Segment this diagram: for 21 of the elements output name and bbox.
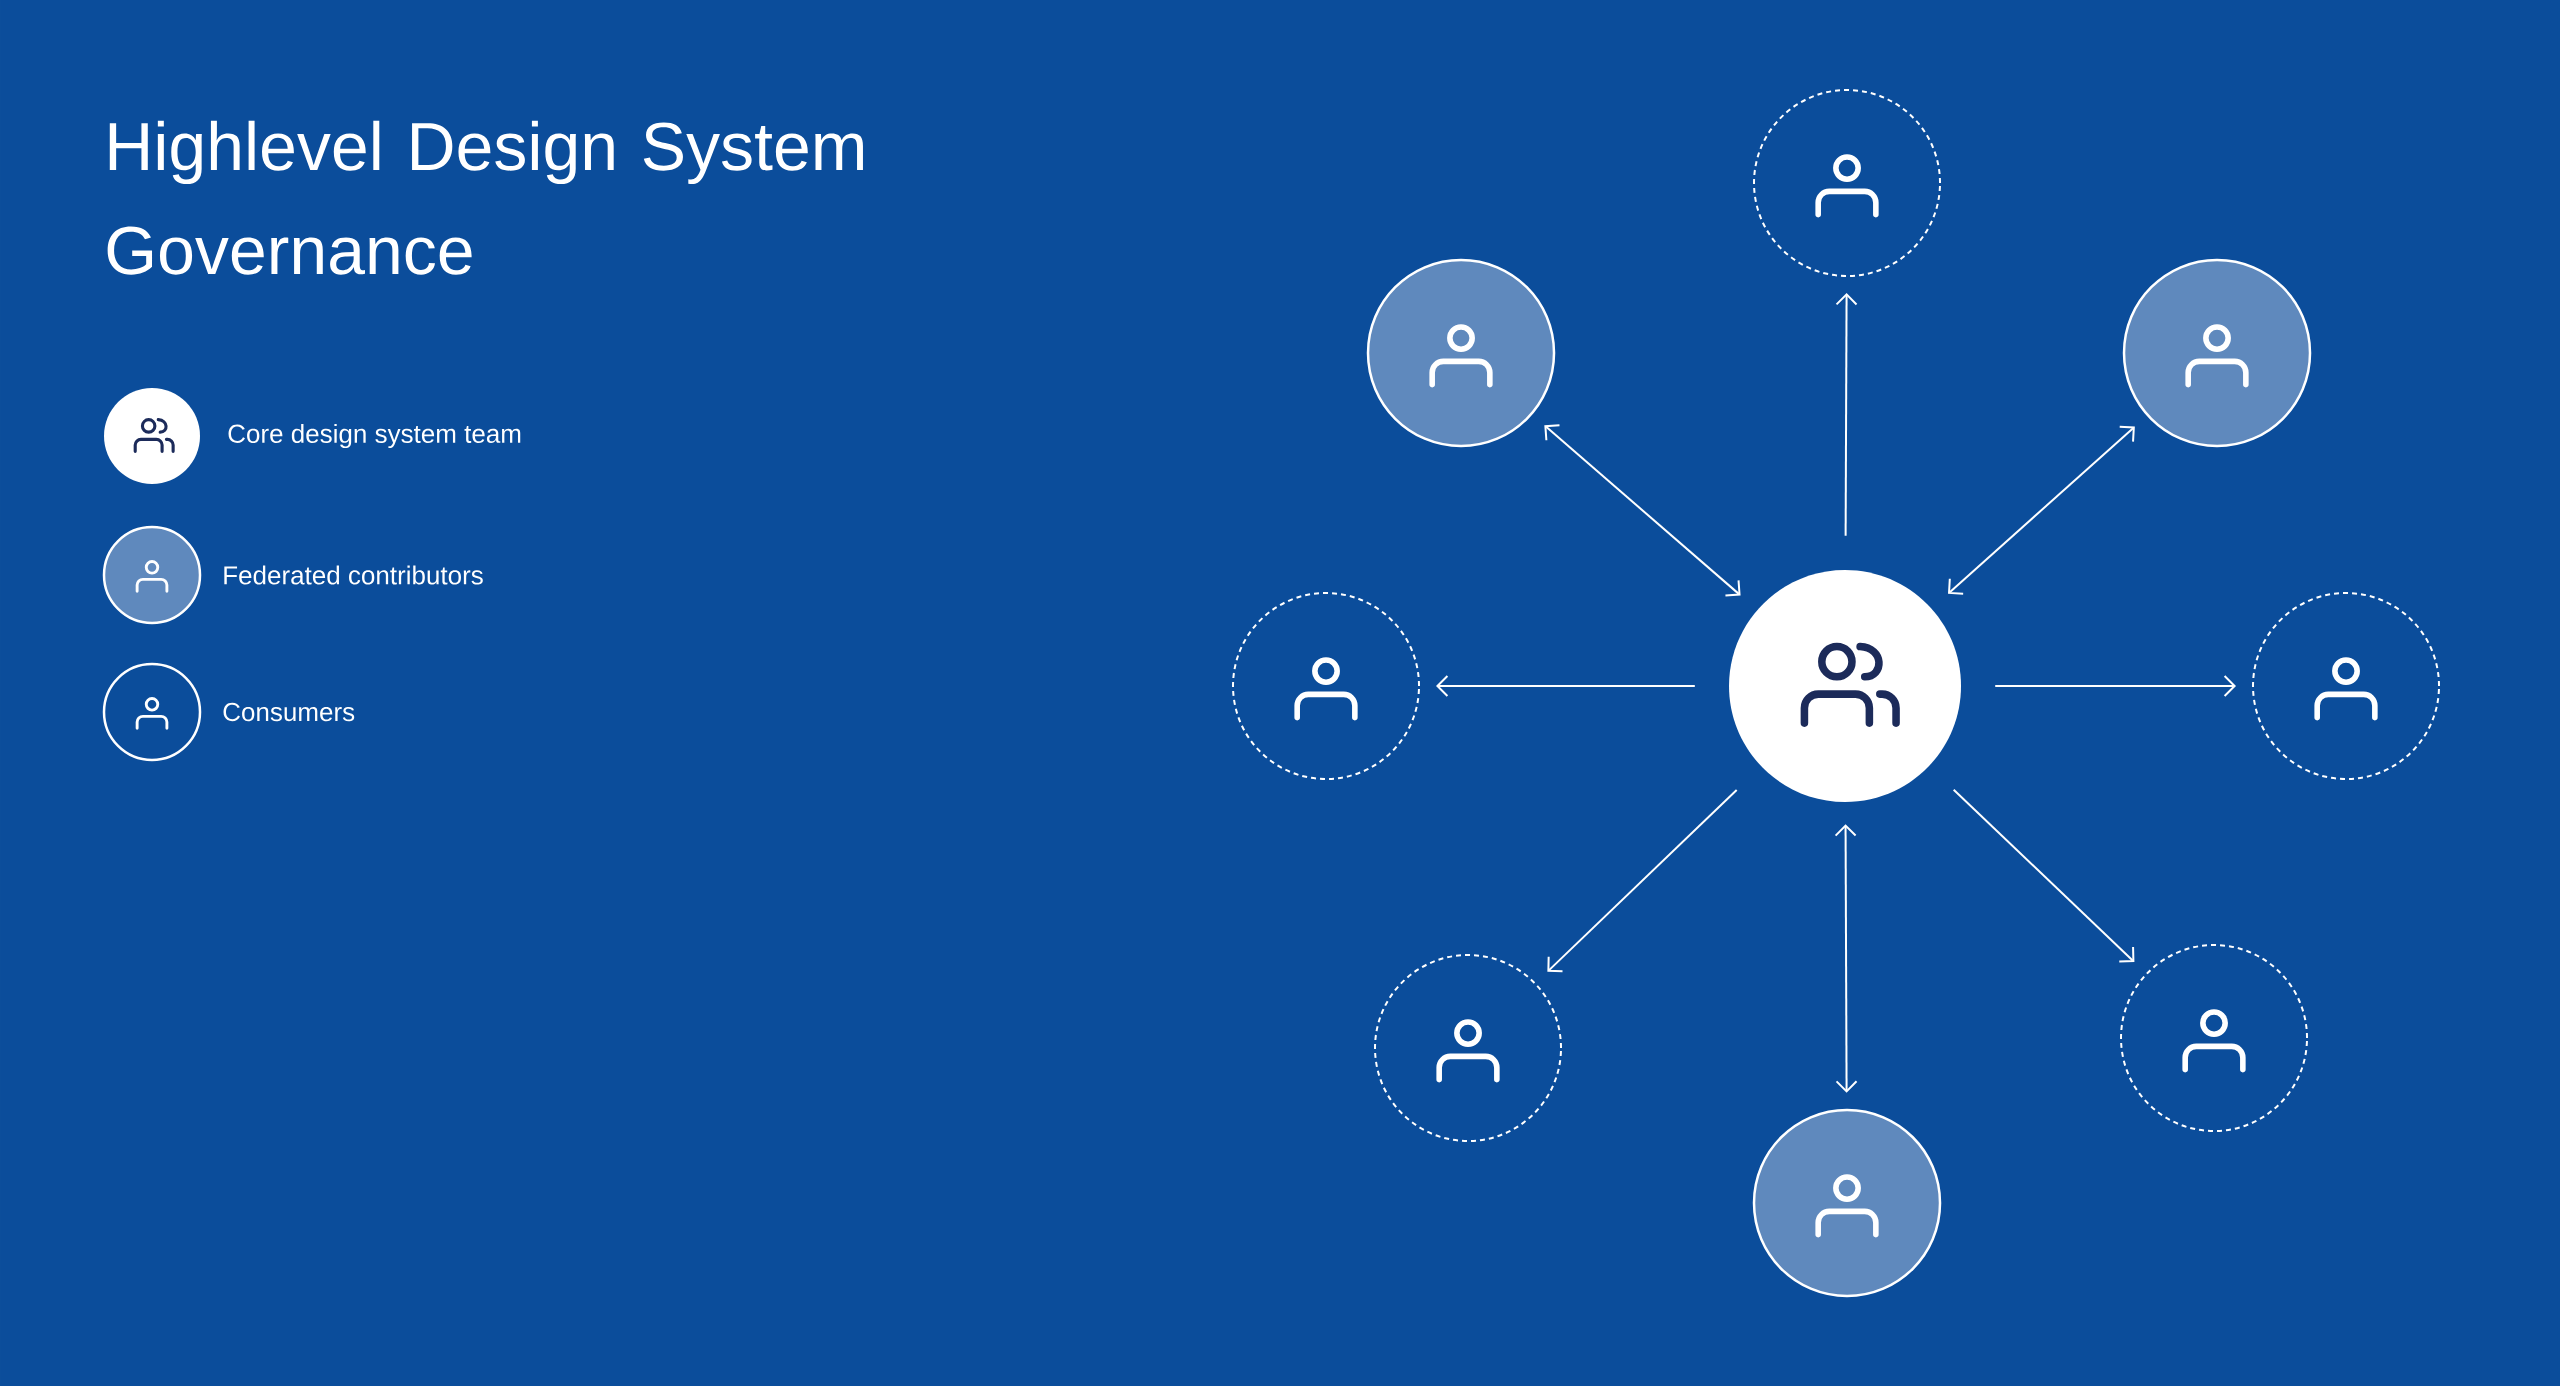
dashed-circle (1753, 89, 1941, 277)
hub-circle (1729, 570, 1961, 802)
legend-label: Core design system team (228, 423, 521, 449)
filled-circle (2122, 258, 2312, 448)
legend-label: Federated contributors (224, 565, 483, 585)
dashed-circle (2252, 592, 2440, 780)
arrow (1947, 425, 2135, 595)
filled-circle (1752, 1108, 1942, 1298)
arrow (1952, 788, 2135, 963)
arrow (1834, 824, 1858, 1093)
arrow (1544, 424, 1741, 597)
title: Highlevel Design System Governance (107, 120, 863, 275)
arrow (1547, 789, 1738, 973)
legend-label: Consumers (223, 702, 355, 722)
dashed-circle (1232, 592, 1420, 780)
arrow (1436, 675, 1696, 697)
dashed-circle (1374, 954, 1562, 1142)
dashed-circle (2120, 944, 2308, 1132)
arrow (1994, 675, 2236, 697)
arrow (1835, 293, 1858, 537)
filled-circle (1366, 258, 1556, 448)
